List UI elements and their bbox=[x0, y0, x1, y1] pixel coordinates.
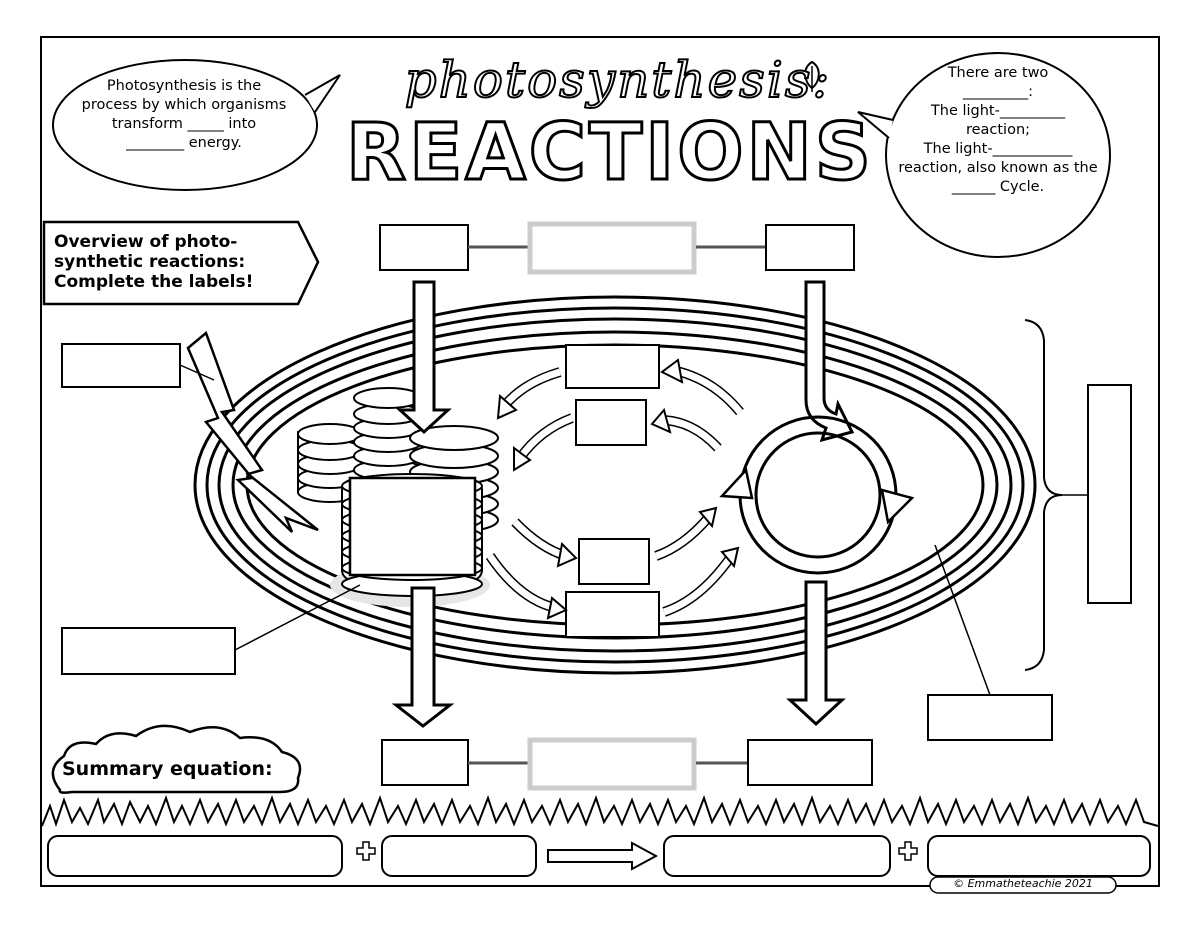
right-bubble-line: reaction, also known as the bbox=[898, 160, 1098, 176]
plus-icon bbox=[898, 841, 918, 861]
top-center-label-box[interactable] bbox=[527, 221, 697, 275]
copyright-pill bbox=[929, 876, 1117, 894]
cycle-top-label-box[interactable] bbox=[565, 344, 660, 389]
thylakoid-label-box[interactable] bbox=[348, 476, 477, 577]
lightning-bolt-icon bbox=[186, 330, 319, 533]
grass-border bbox=[41, 795, 1159, 828]
right-bubble-line: The light-_________ bbox=[930, 103, 1066, 119]
overview-line: Overview of photo- bbox=[54, 232, 238, 252]
right-bubble-line: _________: bbox=[962, 84, 1034, 100]
right-speech-bubble bbox=[857, 52, 1111, 258]
right-bubble-text: There are two _________: The light-_____… bbox=[893, 64, 1103, 197]
overview-banner-text: Overview of photo- synthetic reactions: … bbox=[54, 232, 304, 292]
cloud-icon bbox=[51, 724, 302, 794]
product-1-box[interactable] bbox=[663, 835, 891, 877]
right-bubble-line: ______ Cycle. bbox=[951, 179, 1045, 195]
title-script-word: photosynthesis: bbox=[404, 50, 832, 110]
arrow-down-right-top bbox=[804, 280, 855, 443]
left-bubble-line: ________ energy. bbox=[126, 135, 242, 151]
arrow-down-left-bottom bbox=[391, 586, 455, 728]
bracket-label-box[interactable] bbox=[1087, 384, 1132, 604]
top-left-label-box[interactable] bbox=[379, 224, 469, 271]
page-title: REACTIONS bbox=[345, 107, 874, 200]
yields-arrow-icon bbox=[547, 841, 659, 871]
cycle-upper-small-box[interactable] bbox=[575, 399, 647, 446]
bottom-right-label-box[interactable] bbox=[747, 739, 873, 786]
arrow-down-left-top bbox=[396, 280, 452, 435]
right-bracket bbox=[1024, 319, 1063, 671]
transfer-arrowheads bbox=[496, 358, 740, 620]
copyright-text: © Emmatheteachie 2021 bbox=[953, 877, 1093, 890]
reactant-2-box[interactable] bbox=[381, 835, 537, 877]
cycle-lower-small-box[interactable] bbox=[578, 538, 650, 585]
leaf-icon bbox=[804, 60, 820, 92]
plus-icon bbox=[356, 841, 376, 861]
bottom-center-label-box[interactable] bbox=[527, 737, 697, 791]
left-bubble-text: Photosynthesis is the process by which o… bbox=[68, 77, 300, 153]
right-bubble-line: reaction; bbox=[965, 122, 1031, 138]
summary-equation-label: Summary equation: bbox=[62, 758, 273, 780]
left-speech-bubble bbox=[52, 59, 341, 191]
left-bubble-line: process by which organisms bbox=[81, 97, 287, 113]
cycle-bottom-label-box[interactable] bbox=[565, 591, 660, 638]
overview-line: synthetic reactions: bbox=[54, 252, 246, 272]
bottom-left-label-box[interactable] bbox=[381, 739, 469, 786]
left-bubble-line: transform _____ into bbox=[111, 116, 257, 132]
light-label-box[interactable] bbox=[61, 343, 181, 388]
cycle-arrow-icon bbox=[719, 415, 915, 575]
left-bubble-line: Photosynthesis is the bbox=[106, 78, 262, 94]
arrow-down-right-bottom bbox=[786, 580, 846, 727]
overview-banner bbox=[42, 220, 320, 306]
stroma-label-box[interactable] bbox=[927, 694, 1053, 741]
thylakoid-side-label-box[interactable] bbox=[61, 627, 236, 675]
product-2-box[interactable] bbox=[927, 835, 1151, 877]
top-right-label-box[interactable] bbox=[765, 224, 855, 271]
right-bubble-line: There are two bbox=[947, 65, 1049, 81]
overview-line: Complete the labels! bbox=[54, 272, 254, 292]
right-bubble-line: The light-___________ bbox=[923, 141, 1073, 157]
worksheet-frame bbox=[40, 36, 1160, 887]
reactant-1-box[interactable] bbox=[47, 835, 343, 877]
